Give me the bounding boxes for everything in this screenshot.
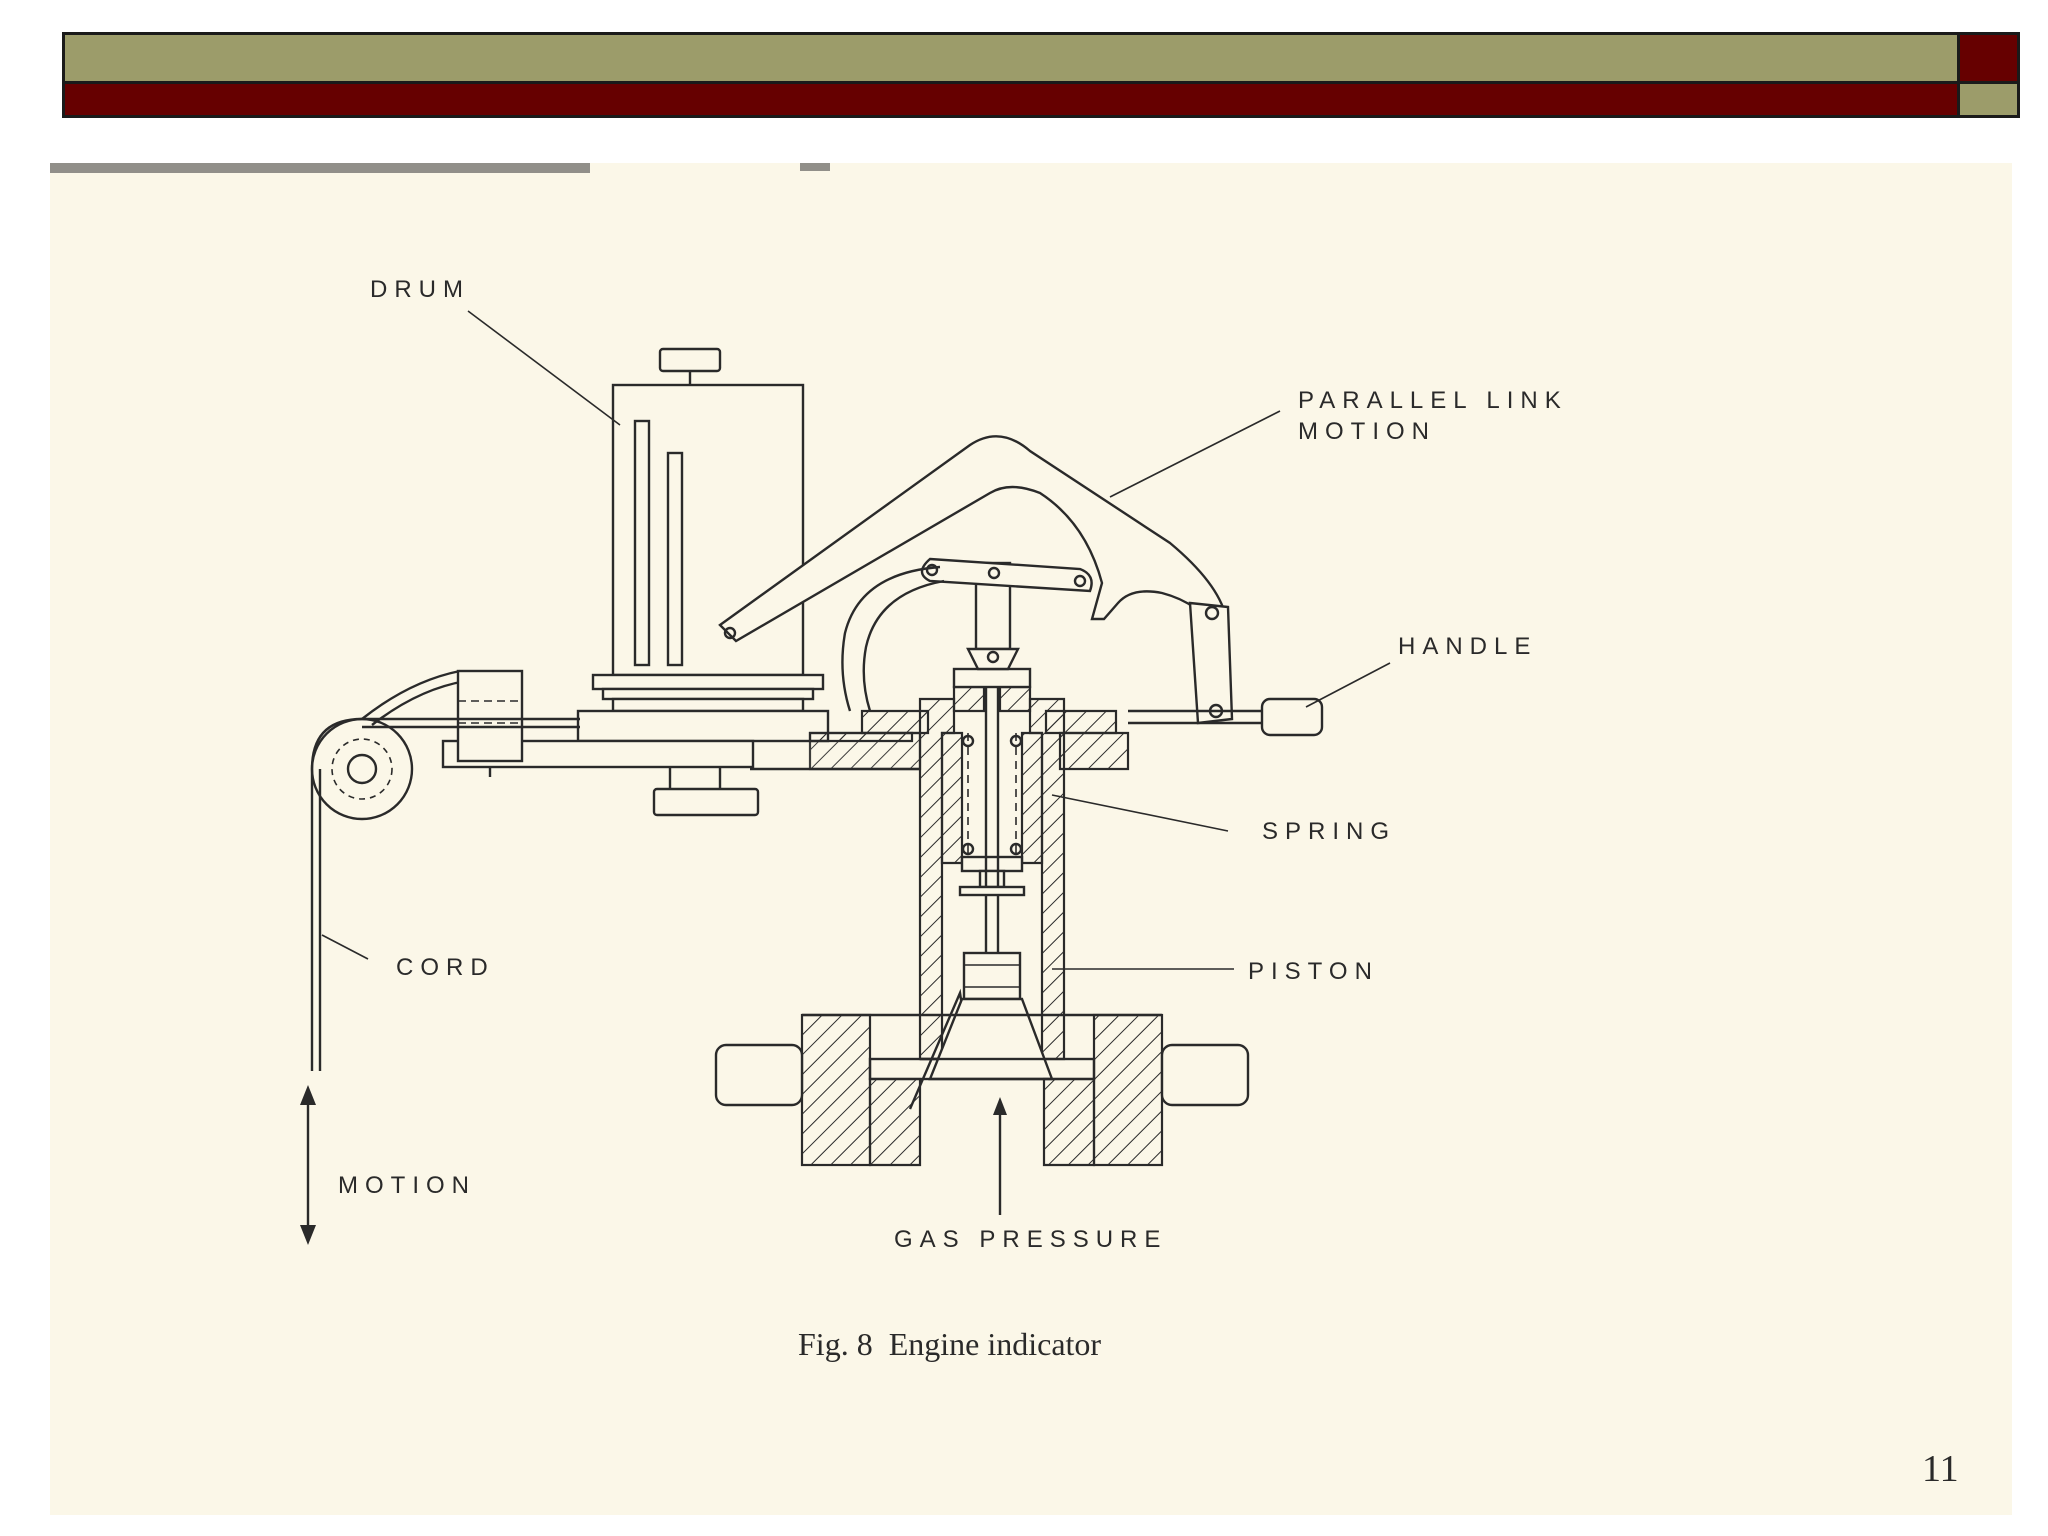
label-motion: MOTION (338, 1172, 476, 1199)
label-parallel-link-2: MOTION (1298, 418, 1436, 445)
engine-indicator-diagram: DRUM PARALLEL LINK MOTION HANDLE SPRING … (50, 163, 1959, 1490)
label-cord: CORD (396, 954, 495, 981)
motion-arrow (300, 1085, 316, 1245)
gas-pressure-arrow (993, 1097, 1007, 1215)
label-spring: SPRING (1262, 818, 1396, 845)
clipped-text-fragment (50, 163, 830, 173)
label-gas-pressure: GAS PRESSURE (894, 1226, 1167, 1253)
drum (576, 347, 830, 743)
cord-pulley (310, 669, 580, 1071)
label-handle: HANDLE (1398, 633, 1537, 660)
header-olive-bar (62, 32, 1960, 84)
label-parallel-link-1: PARALLEL LINK (1298, 387, 1568, 414)
spring (961, 733, 1023, 856)
slide-header-bar (62, 32, 2020, 118)
label-drum: DRUM (370, 276, 470, 303)
header-corner-red-square (1960, 32, 2020, 84)
handle (1128, 697, 1324, 737)
header-red-bar (62, 84, 1960, 118)
parallel-link-motion (718, 435, 1234, 725)
header-corner-olive-square (1960, 84, 2020, 118)
leader-lines (321, 310, 1391, 970)
indicator-base-plate (750, 709, 1130, 771)
piston (958, 687, 1026, 1001)
scanned-figure: DRUM PARALLEL LINK MOTION HANDLE SPRING … (50, 163, 2012, 1515)
label-piston: PISTON (1248, 958, 1379, 985)
gas-coupling (714, 988, 1250, 1167)
page-number: 11 (1922, 1448, 1959, 1490)
figure-caption: Fig. 8 Engine indicator (798, 1326, 1101, 1362)
